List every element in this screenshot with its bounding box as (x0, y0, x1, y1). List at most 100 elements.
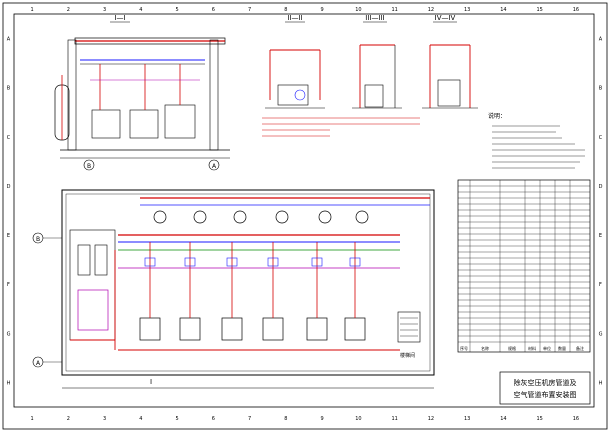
column-number: 5 (176, 416, 179, 422)
column-number: 6 (212, 7, 215, 13)
valve-box (144, 257, 156, 267)
compressor-unit (306, 317, 328, 341)
air-receiver-tank (318, 210, 332, 224)
row-letter: C (7, 135, 11, 141)
table-footer-cell: 数量 (558, 345, 566, 351)
valve-box (184, 257, 196, 267)
section-ii-ii-title: II—II (287, 14, 302, 22)
column-number: 7 (248, 416, 251, 422)
grid-bubble-a-section (208, 159, 220, 171)
column-number: 2 (67, 416, 70, 422)
row-letter: F (7, 282, 10, 288)
column-number: 4 (139, 7, 142, 13)
table-footer-cell: 序号 (460, 345, 468, 351)
row-letter: A (7, 37, 11, 43)
column-number: 12 (428, 416, 434, 422)
column-number: 8 (284, 7, 287, 13)
row-letter: E (599, 233, 602, 239)
grid-bubble-a-label: A (212, 163, 217, 170)
air-receiver-tank (193, 210, 207, 224)
column-number: 14 (500, 7, 506, 13)
compressor-unit (139, 317, 161, 341)
column-number: 9 (321, 416, 324, 422)
title-line-1: 除灰空压机房管道及 (514, 378, 577, 387)
section-ii-ii: II—II (265, 14, 325, 109)
table-footer-cell: 名称 (481, 345, 489, 351)
column-number: 7 (248, 7, 251, 13)
floor-plan: 楼梯间 B A I (32, 189, 435, 389)
row-letter: G (7, 331, 11, 337)
row-letter-strip-left: A B C D E F G H (7, 37, 11, 387)
column-number: 1 (31, 7, 34, 13)
stairwell-label: 楼梯间 (400, 352, 415, 359)
column-number: 11 (391, 7, 397, 13)
air-receiver-tank (233, 210, 247, 224)
row-letter: E (7, 233, 10, 239)
grid-bubble-b-plan-label: B (36, 236, 40, 243)
table-footer-row: 序号 名称 规格 材料 单位 数量 备注 (460, 345, 584, 351)
air-receiver-tank (153, 210, 167, 224)
row-letter: A (599, 37, 603, 43)
title-line-2: 空气管道布置安装图 (514, 390, 577, 399)
row-letter: H (599, 380, 603, 386)
table-footer-cell: 单位 (543, 345, 551, 351)
air-receiver-tank (355, 210, 369, 224)
equipment-table: 序号 名称 规格 材料 单位 数量 备注 (457, 179, 591, 353)
section-iv-iv: IV—IV (422, 14, 478, 109)
grid-bubble-a-plan-label: A (36, 360, 41, 367)
grid-bubble-b-label: B (87, 163, 91, 170)
plan-label: I (150, 378, 152, 386)
table-footer-cell: 规格 (508, 345, 516, 351)
notes-heading: 说明： (488, 112, 506, 120)
section-iv-iv-title: IV—IV (435, 14, 456, 22)
section-iii-iii: III—III (352, 14, 402, 109)
table-footer-cell: 材料 (528, 345, 536, 351)
column-number: 5 (176, 7, 179, 13)
column-number: 11 (391, 416, 397, 422)
valve-box (267, 257, 279, 267)
compressor-unit (344, 317, 366, 341)
air-receiver-row (153, 210, 369, 224)
general-notes: 说明： (488, 112, 585, 169)
column-number: 10 (355, 416, 361, 422)
table-footer-cell: 备注 (576, 345, 584, 351)
column-number: 10 (355, 7, 361, 13)
title-block: 除灰空压机房管道及 空气管道布置安装图 (499, 371, 591, 405)
section-iii-iii-title: III—III (365, 14, 384, 22)
column-number: 9 (321, 7, 324, 13)
compressor-row (139, 242, 366, 341)
row-letter: H (7, 380, 11, 386)
valve-box (226, 257, 238, 267)
row-letter: D (7, 184, 11, 190)
compressor-unit (221, 317, 243, 341)
column-number: 12 (428, 7, 434, 13)
column-number: 3 (103, 416, 106, 422)
section-i-i: I—I B A (54, 14, 230, 171)
column-number: 16 (573, 416, 579, 422)
row-letter: F (599, 282, 602, 288)
section-i-i-title: I—I (114, 14, 125, 22)
column-number: 15 (536, 7, 542, 13)
row-letter: G (599, 331, 603, 337)
column-number: 1 (31, 416, 34, 422)
column-number: 13 (464, 416, 470, 422)
column-number: 14 (500, 416, 506, 422)
column-number: 2 (67, 7, 70, 13)
column-number: 13 (464, 7, 470, 13)
column-number: 16 (573, 7, 579, 13)
note-text-block (262, 117, 420, 137)
sheet-inner-border (13, 13, 595, 408)
compressor-unit (179, 317, 201, 341)
column-number: 15 (536, 416, 542, 422)
row-letter: B (7, 86, 11, 92)
column-number: 4 (139, 416, 142, 422)
valve-box (311, 257, 323, 267)
row-letter: C (599, 135, 603, 141)
air-receiver-tank (275, 210, 289, 224)
column-number: 8 (284, 416, 287, 422)
